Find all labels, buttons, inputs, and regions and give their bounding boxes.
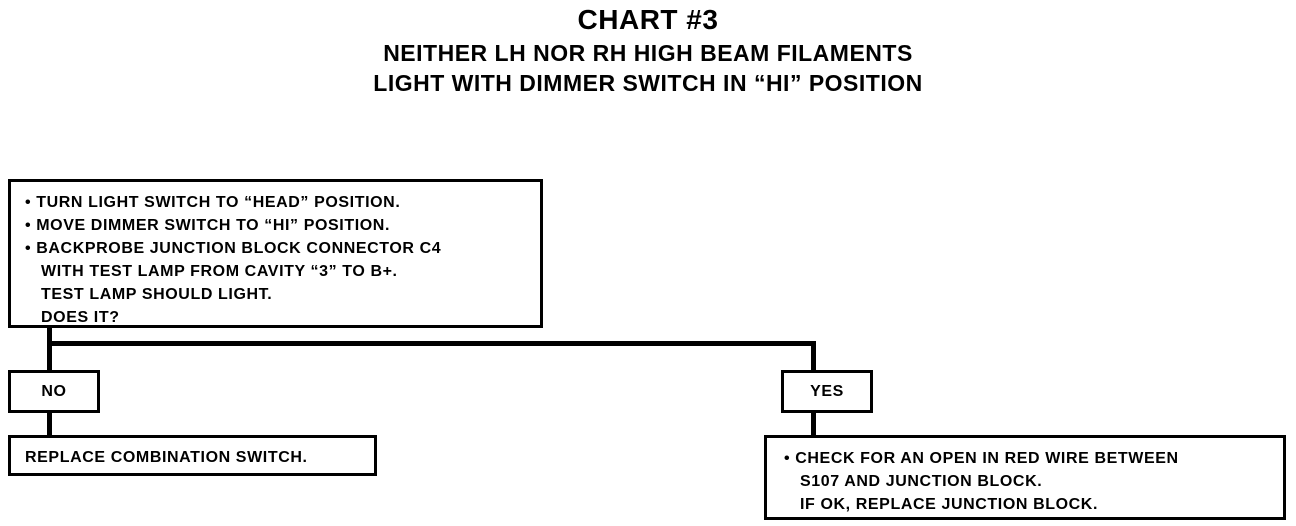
yes-label: YES	[810, 383, 844, 400]
yes-label-box: YES	[781, 370, 873, 413]
yes-action-continuation: IF OK, REPLACE JUNCTION BLOCK.	[800, 496, 1099, 513]
test-steps-list: • TURN LIGHT SWITCH TO “HEAD” POSITION. …	[25, 191, 540, 260]
connector-main-down	[47, 325, 52, 372]
connector-no-to-action	[47, 410, 52, 437]
no-action-box: REPLACE COMBINATION SWITCH.	[8, 435, 377, 476]
yes-action-item: • CHECK FOR AN OPEN IN RED WIRE BETWEEN	[784, 450, 1179, 467]
yes-action-box: • CHECK FOR AN OPEN IN RED WIRE BETWEEN …	[764, 435, 1286, 520]
yes-action-continuation: S107 AND JUNCTION BLOCK.	[800, 473, 1043, 490]
connector-yes-down	[811, 341, 816, 372]
test-steps-box: • TURN LIGHT SWITCH TO “HEAD” POSITION. …	[8, 179, 543, 328]
yes-action-list: • CHECK FOR AN OPEN IN RED WIRE BETWEEN	[784, 447, 1283, 470]
chart-title: CHART #3	[577, 4, 719, 35]
step-continuation: TEST LAMP SHOULD LIGHT.	[41, 286, 273, 303]
connector-yes-to-action	[811, 410, 816, 437]
step-continuation: WITH TEST LAMP FROM CAVITY “3” TO B+.	[41, 263, 398, 280]
chart-subtitle-line2: LIGHT WITH DIMMER SWITCH IN “HI” POSITIO…	[373, 70, 923, 96]
step-item: • TURN LIGHT SWITCH TO “HEAD” POSITION.	[25, 194, 401, 211]
step-item: • MOVE DIMMER SWITCH TO “HI” POSITION.	[25, 217, 391, 234]
step-question: DOES IT?	[41, 309, 120, 326]
step-item: • BACKPROBE JUNCTION BLOCK CONNECTOR C4	[25, 240, 442, 257]
no-label: NO	[41, 383, 67, 400]
chart-subtitle-line1: NEITHER LH NOR RH HIGH BEAM FILAMENTS	[383, 40, 913, 66]
no-action-text: REPLACE COMBINATION SWITCH.	[25, 449, 308, 466]
connector-main-horizontal	[47, 341, 816, 346]
no-label-box: NO	[8, 370, 100, 413]
